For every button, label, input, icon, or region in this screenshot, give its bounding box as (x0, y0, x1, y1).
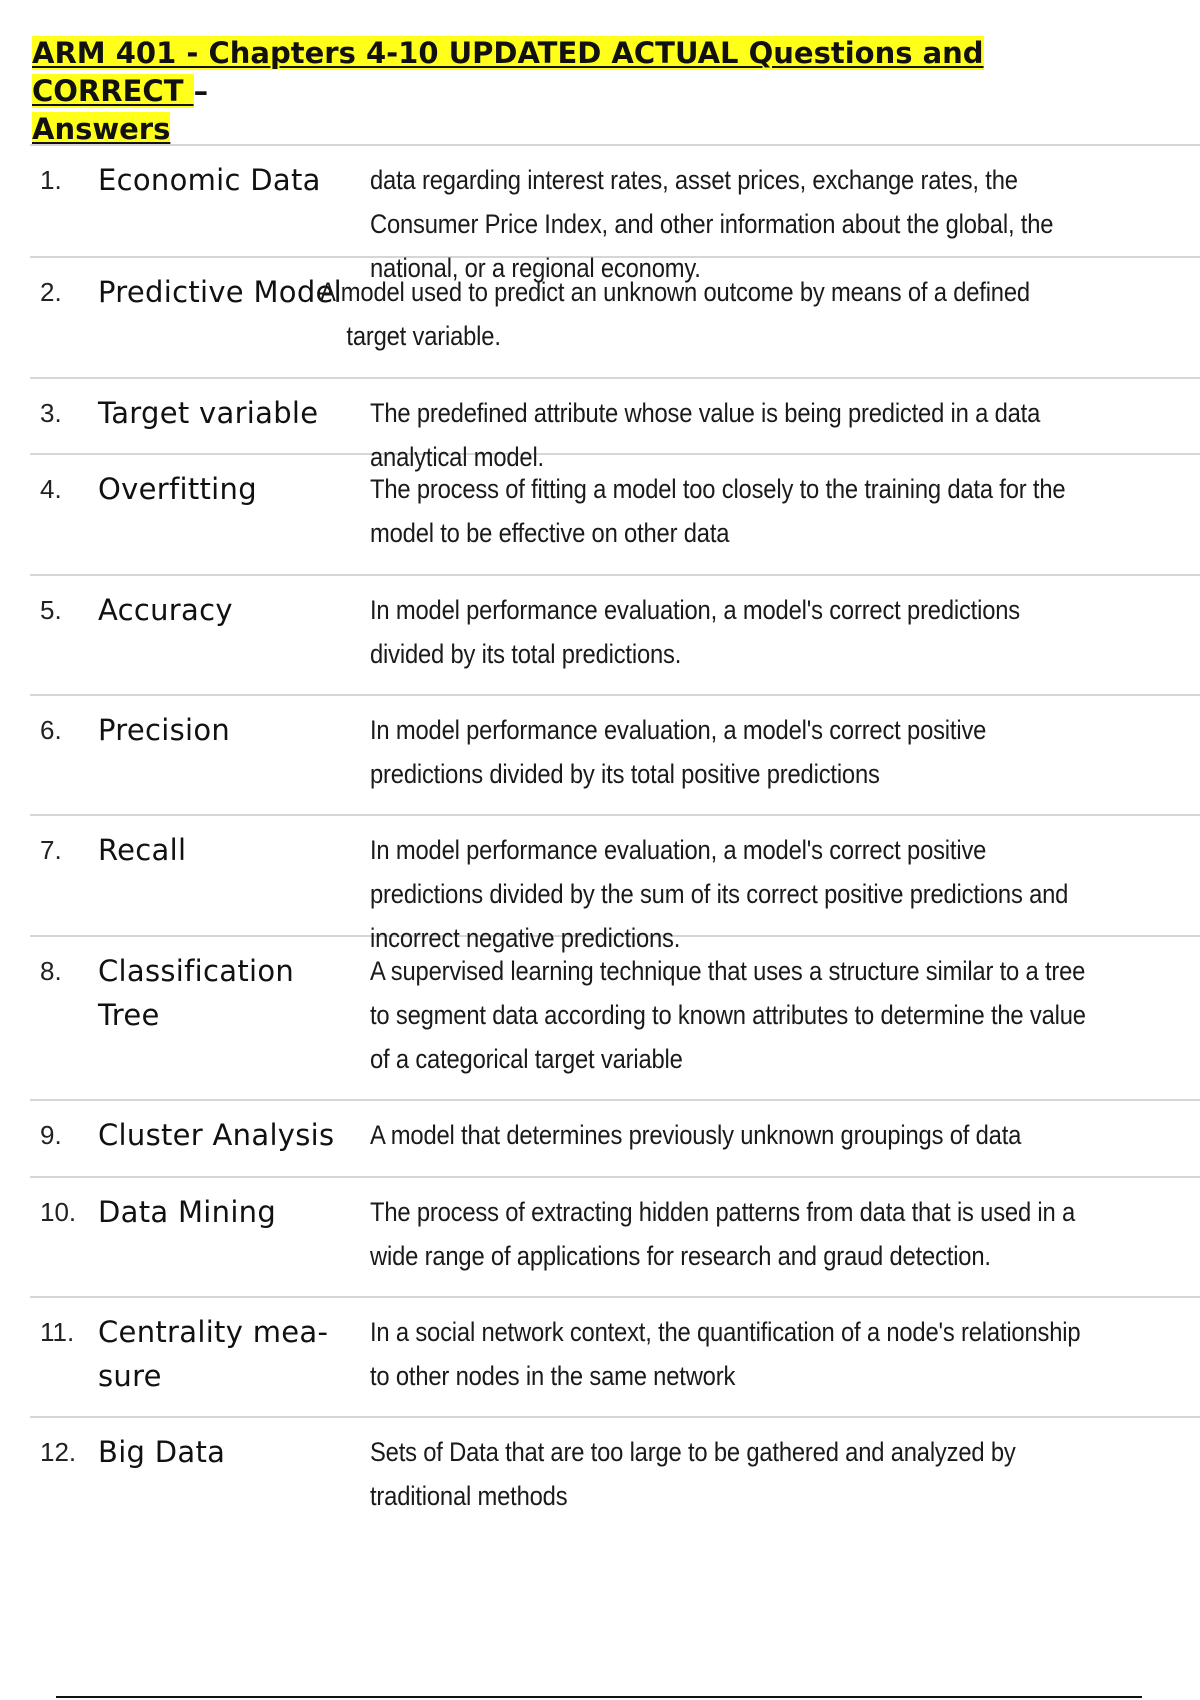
flashcard-row: 4. Overfitting The process of fitting a … (30, 453, 1200, 574)
flashcard-row: 11. Centrality mea- sure In a social net… (30, 1296, 1200, 1416)
card-number: 6. (40, 715, 62, 745)
flashcard-row: 5. Accuracy In model performance evaluat… (30, 574, 1200, 694)
card-definition: In a social network context, the quantif… (370, 1317, 1081, 1391)
card-definition: The predefined attribute whose value is … (370, 398, 1041, 472)
card-definition: In model performance evaluation, a model… (370, 715, 987, 789)
card-definition: In model performance evaluation, a model… (370, 835, 1069, 953)
card-term: Classification Tree (98, 954, 295, 1032)
card-term: Overfitting (98, 472, 257, 506)
card-term: Cluster Analysis (98, 1118, 335, 1152)
card-definition: The process of fitting a model too close… (370, 474, 1066, 548)
flashcard-list: 1. Economic Data data regarding interest… (30, 144, 1200, 1511)
card-term: Centrality mea- sure (98, 1315, 329, 1393)
flashcard-row: 7. Recall In model performance evaluatio… (30, 814, 1200, 953)
flashcard-row: 10. Data Mining The process of extractin… (30, 1176, 1200, 1296)
card-definition: data regarding interest rates, asset pri… (370, 165, 1054, 283)
card-term: Accuracy (98, 593, 233, 627)
card-definition: A model used to predict an unknown outco… (320, 277, 1030, 351)
card-term: Precision (98, 713, 231, 747)
card-number: 11. (40, 1317, 75, 1347)
flashcard-row: 8. Classification Tree A supervised lear… (30, 935, 1200, 1099)
card-term: Data Mining (98, 1195, 277, 1229)
card-number: 10. (40, 1197, 77, 1227)
card-term: Predictive Model (98, 275, 343, 309)
card-definition: A model that determines previously unkno… (370, 1120, 1022, 1150)
card-term: Big Data (98, 1435, 226, 1469)
flashcard-row: 1. Economic Data data regarding interest… (30, 144, 1200, 283)
flashcard-row: 2. Predictive Model A model used to pred… (30, 256, 1200, 377)
card-number: 2. (40, 277, 62, 307)
card-term: Target variable (98, 396, 319, 430)
flashcard-row: 6. Precision In model performance evalua… (30, 694, 1200, 814)
footer-rule (56, 1696, 1142, 1698)
card-definition: Sets of Data that are too large to be ga… (370, 1437, 1016, 1511)
card-number: 5. (40, 595, 62, 625)
card-term: Economic Data (98, 163, 321, 197)
card-number: 1. (40, 165, 62, 195)
flashcard-row: 3. Target variable The predefined attrib… (30, 377, 1200, 472)
title-highlight-end: Answers (32, 112, 171, 146)
card-term: Recall (98, 833, 187, 867)
card-number: 12. (40, 1437, 77, 1467)
flashcard-row: 12. Big Data Sets of Data that are too l… (30, 1416, 1200, 1511)
card-number: 8. (40, 956, 62, 986)
card-number: 7. (40, 835, 62, 865)
card-number: 9. (40, 1120, 62, 1150)
card-number: 3. (40, 398, 62, 428)
flashcard-row: 9. Cluster Analysis A model that determi… (30, 1099, 1200, 1176)
card-definition: The process of extracting hidden pattern… (370, 1197, 1076, 1271)
document-title: ARM 401 - Chapters 4-10 UPDATED ACTUAL Q… (32, 34, 1142, 148)
card-definition: In model performance evaluation, a model… (370, 595, 1021, 669)
title-dash: – (193, 74, 209, 108)
card-number: 4. (40, 474, 62, 504)
card-definition: A supervised learning technique that use… (370, 956, 1086, 1074)
title-highlight-main: ARM 401 - Chapters 4-10 UPDATED ACTUAL Q… (32, 36, 984, 108)
